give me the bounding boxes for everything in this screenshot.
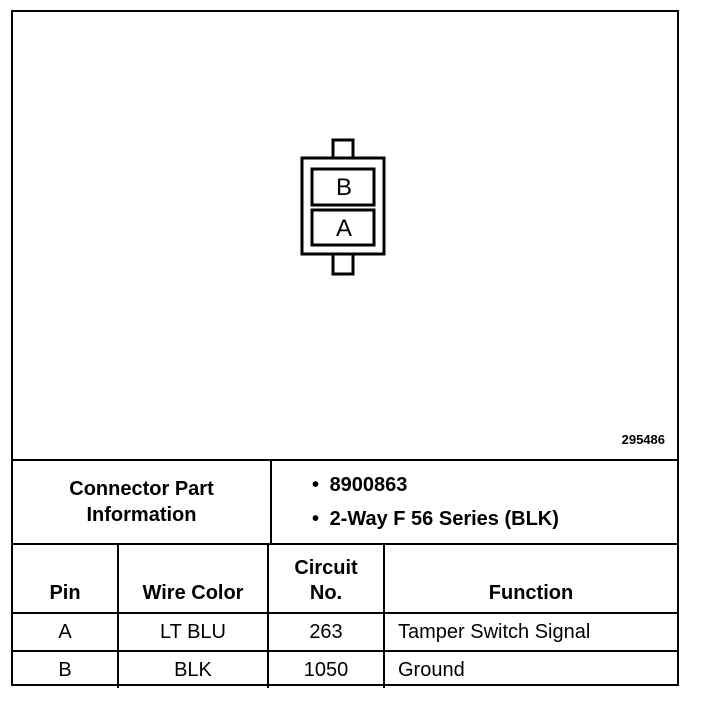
connector-illustration-area: B A 295486 <box>13 12 677 461</box>
connector-cavity-a <box>310 208 376 247</box>
connector-pin-label-b: B <box>336 174 352 201</box>
connector-cavity-b <box>310 167 376 207</box>
table-row: B BLK 1050 Ground <box>13 650 677 688</box>
header-pin: Pin <box>13 543 119 614</box>
cell-wire-color: LT BLU <box>117 612 269 652</box>
cell-pin: A <box>13 612 119 652</box>
cell-function: Tamper Switch Signal <box>383 612 677 652</box>
header-circuit-line2: No. <box>309 582 343 604</box>
connector-top-tab <box>331 138 355 161</box>
bullet-icon: • <box>312 474 320 496</box>
pin-table: Pin Wire Color Circuit No. Function A LT… <box>13 543 677 688</box>
connector-part-info-values: • 8900863 • 2-Way F 56 Series (BLK) <box>272 461 677 543</box>
header-function: Function <box>383 543 677 614</box>
cell-function: Ground <box>383 650 677 688</box>
diagram-frame: B A 295486 Connector Part Information • … <box>11 10 679 688</box>
cell-pin: B <box>13 650 119 688</box>
pin-table-header-row: Pin Wire Color Circuit No. Function <box>13 543 677 614</box>
header-circuit-line1: Circuit <box>294 557 358 579</box>
connector-type: 2-Way F 56 Series (BLK) <box>329 508 559 530</box>
connector-pin-label-a: A <box>336 215 352 242</box>
bullet-icon: • <box>312 508 320 530</box>
connector-part-info-row: Connector Part Information • 8900863 • 2… <box>13 461 677 545</box>
info-label-line2: Information <box>86 504 197 526</box>
part-number-line: • 8900863 <box>312 474 407 497</box>
cell-circuit: 263 <box>267 612 385 652</box>
connector-type-line: • 2-Way F 56 Series (BLK) <box>312 508 559 531</box>
table-row: A LT BLU 263 Tamper Switch Signal <box>13 612 677 652</box>
cell-wire-color: BLK <box>117 650 269 688</box>
figure-id: 295486 <box>621 432 665 447</box>
header-circuit-no: Circuit No. <box>267 543 385 614</box>
connector-part-info-label: Connector Part Information <box>13 461 272 543</box>
part-number: 8900863 <box>329 474 408 496</box>
cell-circuit: 1050 <box>267 650 385 688</box>
connector-drawing: B A <box>300 138 386 276</box>
info-label-line1: Connector Part <box>69 478 214 500</box>
header-wire-color: Wire Color <box>117 543 269 614</box>
